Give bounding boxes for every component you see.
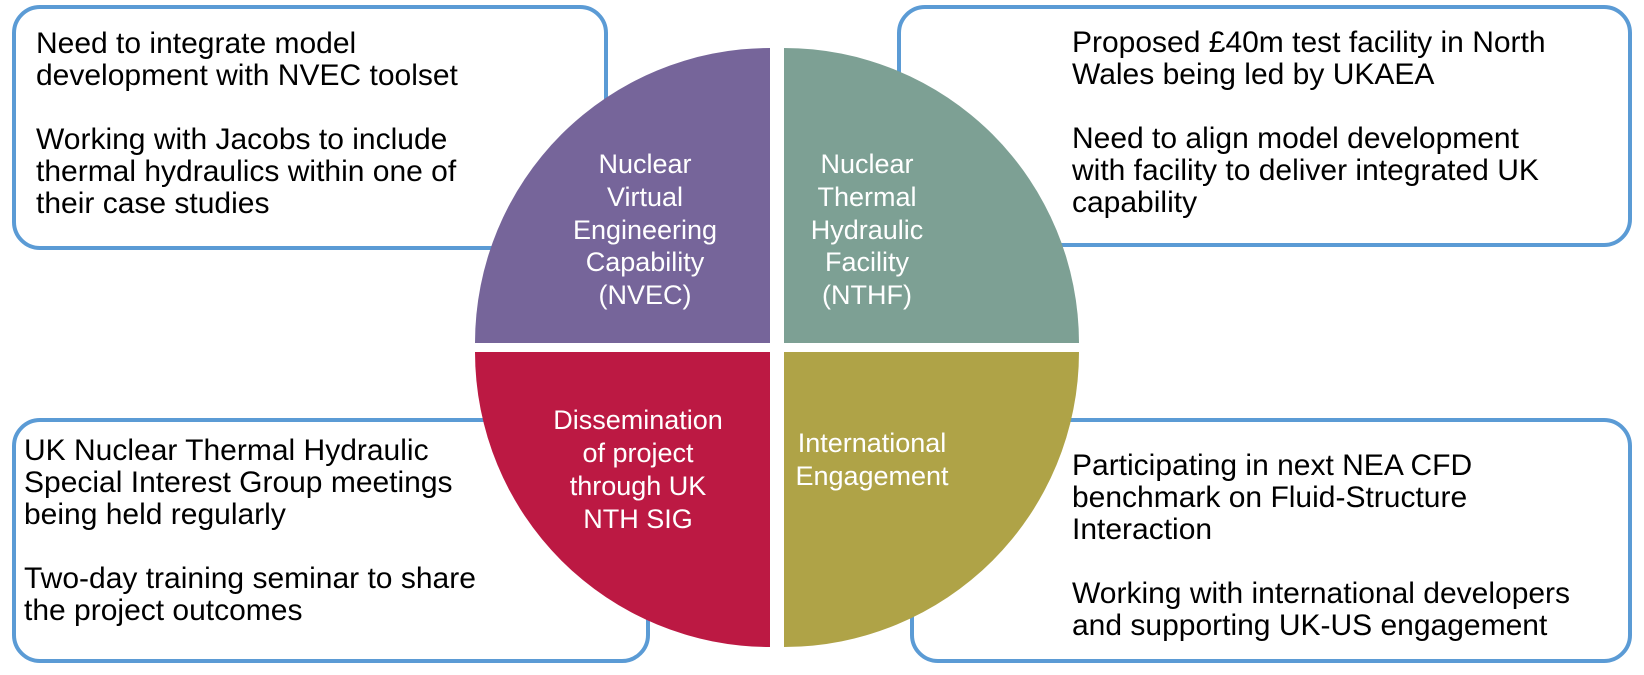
quadrant-dissemination-label: Dissemination of project through UK NTH … [553,405,723,534]
quadrant-nthf-label: Nuclear Thermal Hydraulic Facility (NTHF… [810,148,924,311]
callout-paragraph: Proposed £40m test facility in North Wal… [1072,26,1546,91]
quadrant-nthf: Nuclear Thermal Hydraulic Facility (NTHF… [784,48,1079,343]
quadrant-international-label: International Engagement [795,428,949,491]
callout-nvec-notes: Need to integrate model development with… [12,5,608,250]
four-quadrant-circle: Nuclear Virtual Engineering Capability (… [475,48,1079,647]
quadrant-nvec-label: Nuclear Virtual Engineering Capability (… [572,148,718,311]
callout-paragraph: Participating in next NEA CFD benchmark … [1072,449,1473,546]
quadrant-nvec: Nuclear Virtual Engineering Capability (… [475,48,770,343]
quadrant-dissemination: Dissemination of project through UK NTH … [475,352,770,647]
callout-paragraph: Need to integrate model development with… [36,27,458,92]
callout-paragraph: UK Nuclear Thermal Hydraulic Special Int… [24,434,453,531]
callout-paragraph: Two-day training seminar to share the pr… [24,562,476,627]
callout-paragraph: Working with international developers an… [1072,577,1571,642]
callout-paragraph: Working with Jacobs to include thermal h… [36,123,457,220]
callout-paragraph: Need to align model development with fac… [1072,122,1539,219]
quadrant-international: International Engagement [784,352,1079,647]
